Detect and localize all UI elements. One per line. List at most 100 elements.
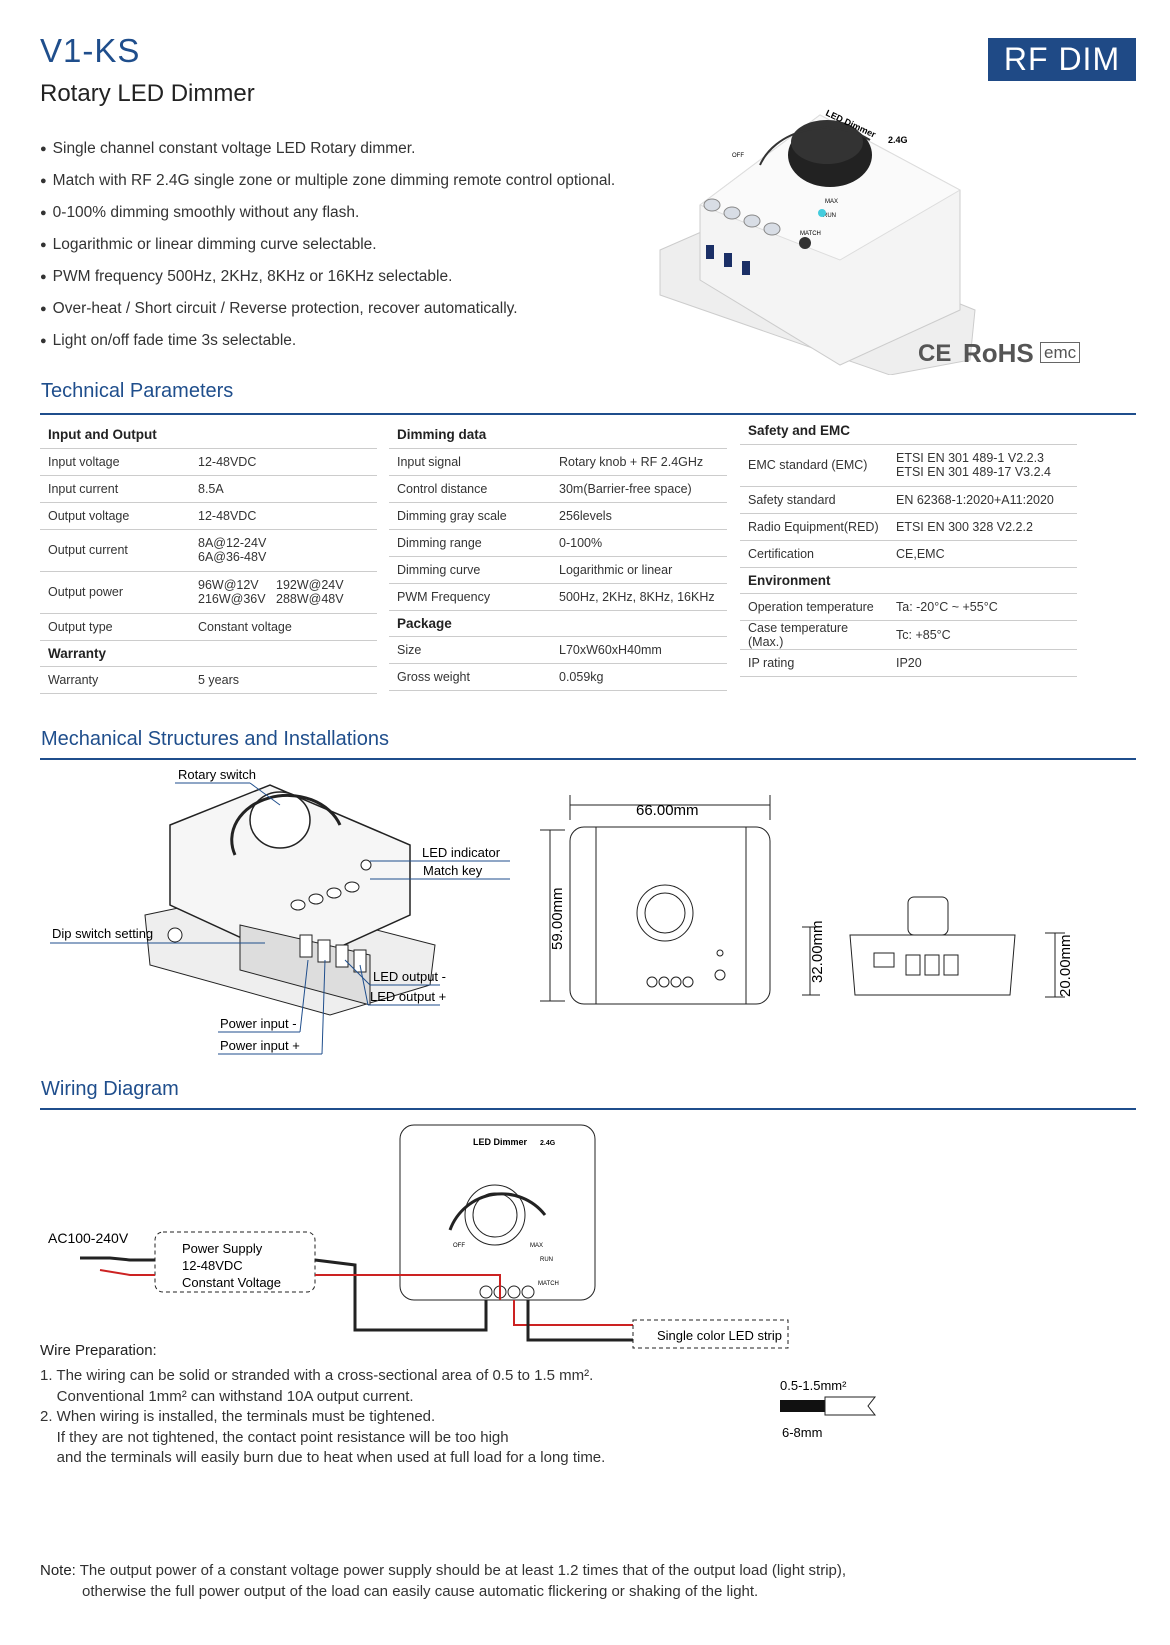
product-image: LED Dimmer 2.4G OFF MAX RUN MATCH bbox=[659, 108, 976, 375]
param-name: Safety standard bbox=[740, 486, 888, 514]
table-row: Output type Constant voltage bbox=[40, 613, 377, 641]
param-value-line: 12-48VDC bbox=[198, 454, 257, 469]
param-name: Output voltage bbox=[40, 502, 190, 530]
product-rf-text: 2.4G bbox=[888, 135, 908, 145]
label-dip-switch: Dip switch setting bbox=[52, 926, 153, 941]
ps-line-1: Power Supply bbox=[182, 1241, 263, 1256]
param-name: Input voltage bbox=[40, 448, 190, 476]
param-value-line: 0-100% bbox=[559, 535, 603, 550]
led-strip-label: Single color LED strip bbox=[657, 1328, 782, 1343]
param-name: Control distance bbox=[389, 475, 551, 503]
ce-mark: CE bbox=[918, 340, 952, 367]
param-name: Output power bbox=[40, 571, 190, 614]
table-section-heading: Environment bbox=[740, 567, 1077, 594]
note-line-1: The output power of a constant voltage p… bbox=[79, 1562, 847, 1579]
param-value-line: 0.059kg bbox=[559, 669, 604, 684]
label-power-input-pos: Power input + bbox=[220, 1038, 300, 1053]
note: Note: The output power of a constant vol… bbox=[40, 1560, 846, 1602]
param-value: Constant voltage bbox=[190, 613, 377, 641]
feature-item: Logarithmic or linear dimming curve sele… bbox=[40, 229, 615, 261]
param-value: Ta: -20°C ~ +55°C bbox=[888, 593, 1077, 621]
param-value-line: ETSI EN 301 489-1 V2.2.3 bbox=[896, 451, 1045, 465]
wiring-max-text: MAX bbox=[530, 1243, 543, 1249]
param-value-line: 8.5A bbox=[198, 481, 224, 496]
wiring-run-text: RUN bbox=[540, 1257, 553, 1263]
product-run-text: RUN bbox=[823, 213, 836, 219]
param-name: Case temperature (Max.) bbox=[740, 620, 888, 650]
param-value-line: CE,EMC bbox=[896, 546, 945, 561]
table-section-heading: Dimming data bbox=[389, 422, 727, 449]
wire-prep-line: Conventional 1mm² can withstand 10A outp… bbox=[40, 1387, 414, 1405]
product-max-text: MAX bbox=[825, 199, 838, 205]
param-name: Input current bbox=[40, 475, 190, 503]
table-section-heading: Warranty bbox=[40, 640, 377, 667]
param-value-line: 256levels bbox=[559, 508, 612, 523]
param-value: 0-100% bbox=[551, 529, 727, 557]
param-name: Gross weight bbox=[389, 663, 551, 691]
param-value: 5 years bbox=[190, 666, 377, 694]
param-value-line: 216W@36V 288W@48V bbox=[198, 592, 344, 606]
param-value-line: ETSI EN 301 489-17 V3.2.4 bbox=[896, 465, 1051, 479]
wiring-title: Wiring Diagram bbox=[41, 1078, 179, 1100]
rf-dim-badge: RF DIM bbox=[988, 38, 1136, 81]
tech-rule bbox=[40, 413, 1136, 415]
wire-prep-title: Wire Preparation: bbox=[40, 1342, 157, 1359]
feature-item: PWM frequency 500Hz, 2KHz, 8KHz or 16KHz… bbox=[40, 261, 615, 293]
feature-item: Light on/off fade time 3s selectable. bbox=[40, 325, 615, 357]
label-match-key: Match key bbox=[423, 863, 483, 878]
param-value-line: 12-48VDC bbox=[198, 508, 257, 523]
feature-item: 0-100% dimming smoothly without any flas… bbox=[40, 197, 615, 229]
table-row: Gross weight 0.059kg bbox=[389, 663, 727, 691]
wire-strip-diagram: 0.5-1.5mm² 6-8mm bbox=[780, 1378, 877, 1440]
wiring-brand-text: LED Dimmer bbox=[473, 1137, 528, 1147]
note-label: Note: bbox=[40, 1562, 76, 1579]
table-row: Dimming gray scale 256levels bbox=[389, 502, 727, 530]
feature-item: Over-heat / Short circuit / Reverse prot… bbox=[40, 293, 615, 325]
note-line-2: otherwise the full power output of the l… bbox=[82, 1583, 759, 1600]
param-value: Rotary knob + RF 2.4GHz bbox=[551, 448, 727, 476]
ac-input-label: AC100-240V bbox=[48, 1230, 129, 1246]
param-value: EN 62368-1:2020+A11:2020 bbox=[888, 486, 1077, 514]
param-name: Output type bbox=[40, 613, 190, 641]
table-section-heading: Safety and EMC bbox=[740, 418, 1077, 445]
param-value-line: EN 62368-1:2020+A11:2020 bbox=[896, 492, 1054, 507]
param-value: IP20 bbox=[888, 649, 1077, 677]
feature-list: Single channel constant voltage LED Rota… bbox=[40, 133, 616, 357]
param-value-line: 5 years bbox=[198, 672, 239, 687]
param-value: 8.5A bbox=[190, 475, 377, 503]
wire-prep-line: 1. The wiring can be solid or stranded w… bbox=[40, 1367, 594, 1384]
wire-prep-line: If they are not tightened, the contact p… bbox=[40, 1428, 509, 1446]
wire-area-label: 0.5-1.5mm² bbox=[780, 1378, 847, 1393]
tech-title: Technical Parameters bbox=[41, 380, 234, 402]
table-row: Output voltage 12-48VDC bbox=[40, 502, 377, 530]
param-value-line: 8A@12-24V bbox=[198, 536, 267, 550]
label-led-indicator: LED indicator bbox=[422, 845, 501, 860]
param-value: CE,EMC bbox=[888, 540, 1077, 568]
label-led-output-pos: LED output + bbox=[370, 989, 446, 1004]
param-value: Logarithmic or linear bbox=[551, 556, 727, 584]
param-value-line: Constant voltage bbox=[198, 619, 292, 634]
param-value-line: L70xW60xH40mm bbox=[559, 642, 662, 657]
dim-height-3: 20.00mm bbox=[1057, 934, 1074, 997]
param-name: Operation temperature bbox=[740, 593, 888, 621]
param-name: Dimming gray scale bbox=[389, 502, 551, 530]
dim-height-2: 32.00mm bbox=[809, 920, 826, 983]
param-value: ETSI EN 300 328 V2.2.2 bbox=[888, 513, 1077, 541]
table-row: EMC standard (EMC) ETSI EN 301 489-1 V2.2… bbox=[740, 444, 1077, 487]
param-value: 500Hz, 2KHz, 8KHz, 16KHz bbox=[551, 583, 727, 611]
param-value-line: ETSI EN 300 328 V2.2.2 bbox=[896, 519, 1033, 534]
param-value: Tc: +85°C bbox=[888, 620, 1077, 650]
param-name: EMC standard (EMC) bbox=[740, 444, 888, 487]
wire-prep-line: and the terminals will easily burn due t… bbox=[40, 1449, 606, 1466]
wiring-diagram: LED Dimmer 2.4G OFF MAX RUN MATCH AC100-… bbox=[48, 1124, 789, 1349]
param-name: IP rating bbox=[740, 649, 888, 677]
param-value: 0.059kg bbox=[551, 663, 727, 691]
